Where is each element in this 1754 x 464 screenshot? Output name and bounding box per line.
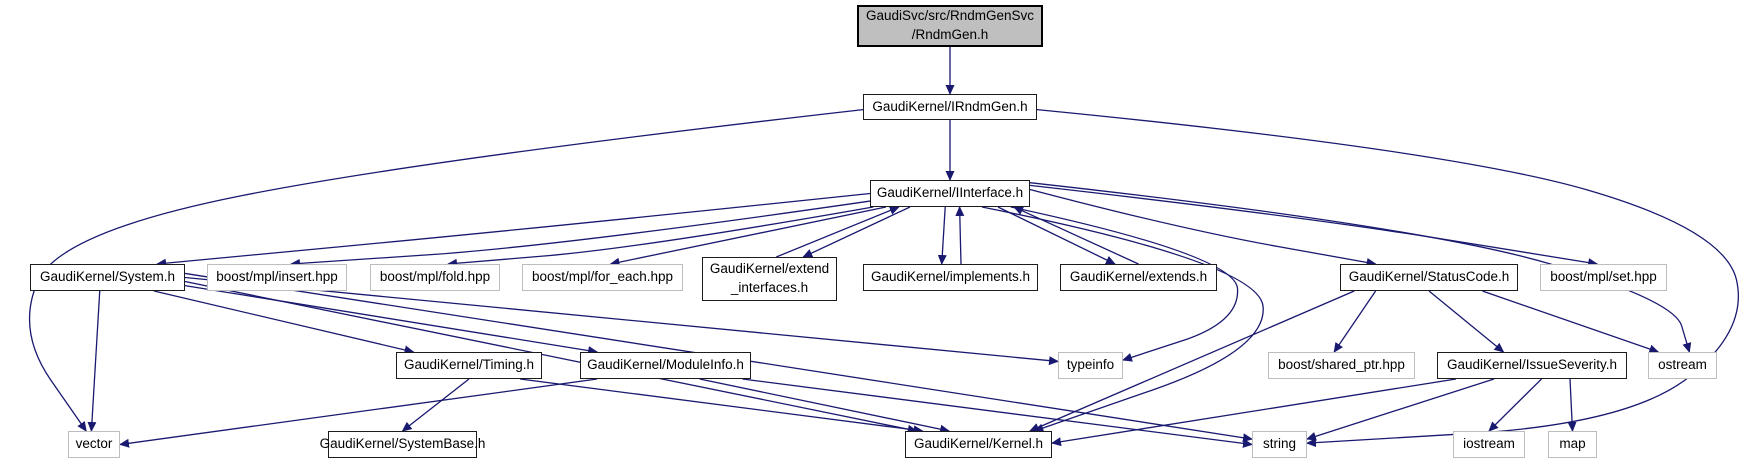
graph-node-label: iostream — [1463, 436, 1515, 452]
graph-node-label: GaudiKernel/IssueSeverity.h — [1446, 357, 1618, 373]
graph-node-sharedptr: boost/shared_ptr.hpp — [1268, 352, 1415, 379]
graph-node-vector: vector — [68, 431, 120, 458]
edge-iinterface-to-ostream — [1029, 182, 1692, 353]
edge-iinterface-to-typeinfo — [1010, 206, 1239, 362]
graph-node-label: boost/shared_ptr.hpp — [1278, 357, 1405, 373]
graph-node-label: GaudiKernel/System.h — [39, 269, 176, 285]
edge-issueseverity-to-string — [1306, 378, 1495, 441]
graph-node-label: GaudiKernel/extends.h — [1069, 269, 1208, 285]
graph-node-timing[interactable]: GaudiKernel/Timing.h — [396, 352, 542, 379]
edge-moduleinfo-to-string — [742, 378, 1253, 448]
graph-node-irndmgen[interactable]: GaudiKernel/IRndmGen.h — [863, 94, 1037, 120]
edge-iinterface-to-foreach — [609, 206, 887, 267]
graph-node-fold: boost/mpl/fold.hpp — [370, 264, 500, 291]
graph-node-label: boost/mpl/fold.hpp — [379, 269, 491, 285]
graph-node-iinterface[interactable]: GaudiKernel/IInterface.h — [870, 180, 1030, 207]
graph-node-string: string — [1252, 431, 1307, 458]
edge-system-to-timing — [153, 290, 415, 355]
graph-node-implements[interactable]: GaudiKernel/implements.h — [863, 264, 1038, 291]
edge-statuscode-to-issueseverity — [1428, 290, 1505, 353]
edge-issueseverity-to-iostream — [1488, 378, 1542, 432]
edge-moduleinfo-to-vector — [119, 378, 598, 448]
graph-node-label: vector — [75, 436, 113, 452]
graph-node-statuscode[interactable]: GaudiKernel/StatusCode.h — [1340, 264, 1518, 291]
graph-node-label: GaudiKernel/IRndmGen.h — [872, 98, 1028, 114]
graph-node-label: ostream — [1658, 357, 1707, 373]
edge-iinterface-to-system — [156, 192, 871, 268]
edge-iinterface-to-implements — [937, 206, 947, 265]
graph-node-label: map — [1559, 436, 1586, 452]
graph-node-moduleinfo[interactable]: GaudiKernel/ModuleInfo.h — [580, 352, 751, 379]
edge-issueseverity-to-kernel — [1051, 378, 1457, 447]
edge-issueseverity-to-map — [1567, 378, 1577, 432]
graph-node-typeinfo: typeinfo — [1058, 352, 1123, 379]
graph-node-kernel[interactable]: GaudiKernel/Kernel.h — [905, 431, 1052, 458]
graph-node-foreach: boost/mpl/for_each.hpp — [522, 264, 683, 291]
edge-extendif-to-iinterface — [776, 206, 900, 258]
graph-node-label: GaudiKernel/ModuleInfo.h — [587, 357, 744, 373]
graph-node-label: boost/mpl/set.hpp — [1550, 269, 1657, 285]
graph-node-label: GaudiKernel/SystemBase.h — [319, 436, 486, 452]
edge-extends-to-iinterface — [1013, 206, 1139, 265]
edge-iinterface-to-extendif — [802, 206, 911, 258]
graph-node-label: boost/mpl/for_each.hpp — [531, 269, 674, 285]
graph-node-systembase[interactable]: GaudiKernel/SystemBase.h — [320, 431, 485, 458]
graph-node-label: GaudiKernel/Timing.h — [403, 357, 535, 373]
graph-node-label: boost/mpl/insert.hpp — [216, 269, 338, 285]
graph-node-extendif[interactable]: GaudiKernel/extend _interfaces.h — [702, 257, 837, 301]
edge-iinterface-to-insert — [290, 200, 871, 268]
graph-node-set: boost/mpl/set.hpp — [1540, 264, 1667, 291]
graph-node-label: GaudiKernel/implements.h — [870, 269, 1031, 285]
graph-node-insert: boost/mpl/insert.hpp — [207, 264, 347, 291]
edge-statuscode-to-ostream — [1482, 290, 1660, 354]
edge-irndmgen-to-string — [1036, 108, 1740, 448]
edge-iinterface-to-statuscode — [1029, 188, 1377, 267]
graph-node-label: _interfaces.h — [730, 280, 809, 295]
graph-node-label: GaudiKernel/Kernel.h — [913, 436, 1044, 452]
graph-node-label: typeinfo — [1066, 357, 1115, 373]
graph-node-label: GaudiKernel/IInterface.h — [876, 185, 1024, 201]
edge-system-to-moduleinfo — [184, 284, 599, 356]
edge-moduleinfo-to-kernel — [699, 378, 951, 434]
edge-timing-to-systembase — [401, 378, 470, 432]
graph-node-label: GaudiSvc/src/RndmGenSvc — [865, 8, 1035, 24]
edge-timing-to-kernel — [520, 378, 924, 435]
edge-system-to-typeinfo — [184, 276, 1059, 366]
graph-node-label: GaudiKernel/extend — [709, 261, 830, 277]
graph-node-map: map — [1548, 431, 1597, 458]
graph-node-extends[interactable]: GaudiKernel/extends.h — [1060, 264, 1217, 291]
graph-node-system[interactable]: GaudiKernel/System.h — [30, 264, 185, 291]
edge-iinterface-to-extends — [997, 206, 1116, 265]
graph-node-label: string — [1262, 436, 1296, 452]
edge-iinterface-to-kernel — [981, 206, 1264, 433]
edge-irndmgen-to-vector — [28, 108, 864, 432]
edge-implements-to-iinterface — [955, 206, 965, 265]
edge-iinterface-to-set — [1029, 184, 1599, 268]
edge-system-to-vector — [87, 290, 101, 432]
edge-iinterface-to-fold — [447, 206, 874, 268]
edge-statuscode-to-sharedptr — [1333, 290, 1377, 353]
edge-system-to-kernel — [184, 280, 918, 434]
graph-node-iostream: iostream — [1453, 431, 1525, 458]
graph-node-issueseverity[interactable]: GaudiKernel/IssueSeverity.h — [1437, 352, 1627, 379]
graph-node-ostream: ostream — [1648, 352, 1717, 379]
graph-node-label: GaudiKernel/StatusCode.h — [1348, 269, 1510, 285]
edge-statuscode-to-kernel — [1029, 290, 1355, 432]
graph-node-rndmgen: GaudiSvc/src/RndmGenSvc/RndmGen.h — [857, 5, 1043, 47]
graph-node-label: /RndmGen.h — [911, 27, 989, 42]
